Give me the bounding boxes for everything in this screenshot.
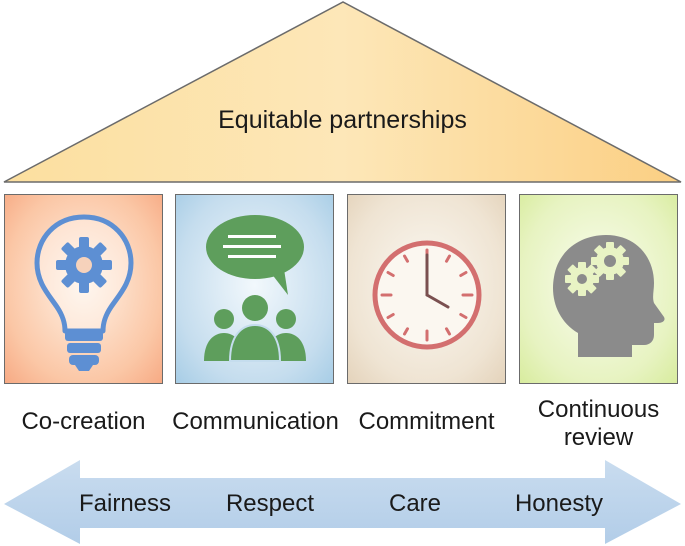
- pillar-commitment: [347, 194, 506, 384]
- pillar-label-commitment: Commitment: [358, 408, 495, 435]
- foundation-arrow: [4, 460, 681, 544]
- roof-title: Equitable partnerships: [218, 106, 467, 134]
- pillar-label-co-creation: Co-creation: [21, 408, 146, 435]
- pillar-continuous-review: [519, 194, 678, 384]
- pillar-label-communication: Communication: [172, 408, 339, 435]
- pillar-co-creation: [4, 194, 163, 384]
- head-gears-icon: [553, 235, 665, 357]
- value-respect: Respect: [225, 490, 315, 517]
- roof-triangle: [3, 1, 682, 183]
- lightbulb-gear-icon: [34, 214, 134, 371]
- speech-bubble-people-icon: [204, 215, 306, 362]
- pillar-label-continuous-review-text: Continuous review: [537, 396, 660, 451]
- clock-icon: [372, 240, 482, 350]
- value-fairness: Fairness: [78, 490, 172, 517]
- pillar-communication: [175, 194, 334, 384]
- pillar-label-continuous-review: Continuous review: [519, 396, 678, 452]
- value-honesty: Honesty: [514, 490, 604, 517]
- value-care: Care: [388, 490, 442, 517]
